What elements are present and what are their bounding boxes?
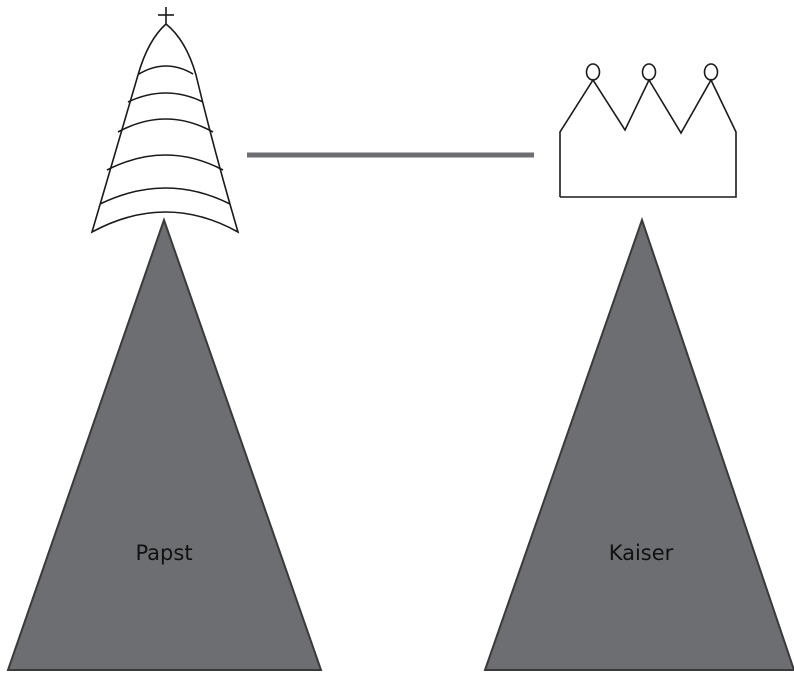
papst-pyramid bbox=[6, 216, 323, 671]
papst-label: Papst bbox=[135, 541, 192, 565]
kaiser-pyramid bbox=[483, 216, 794, 671]
imperial-crown-icon bbox=[559, 63, 737, 198]
kaiser-label: Kaiser bbox=[609, 541, 674, 565]
papal-tiara-icon bbox=[90, 7, 240, 234]
